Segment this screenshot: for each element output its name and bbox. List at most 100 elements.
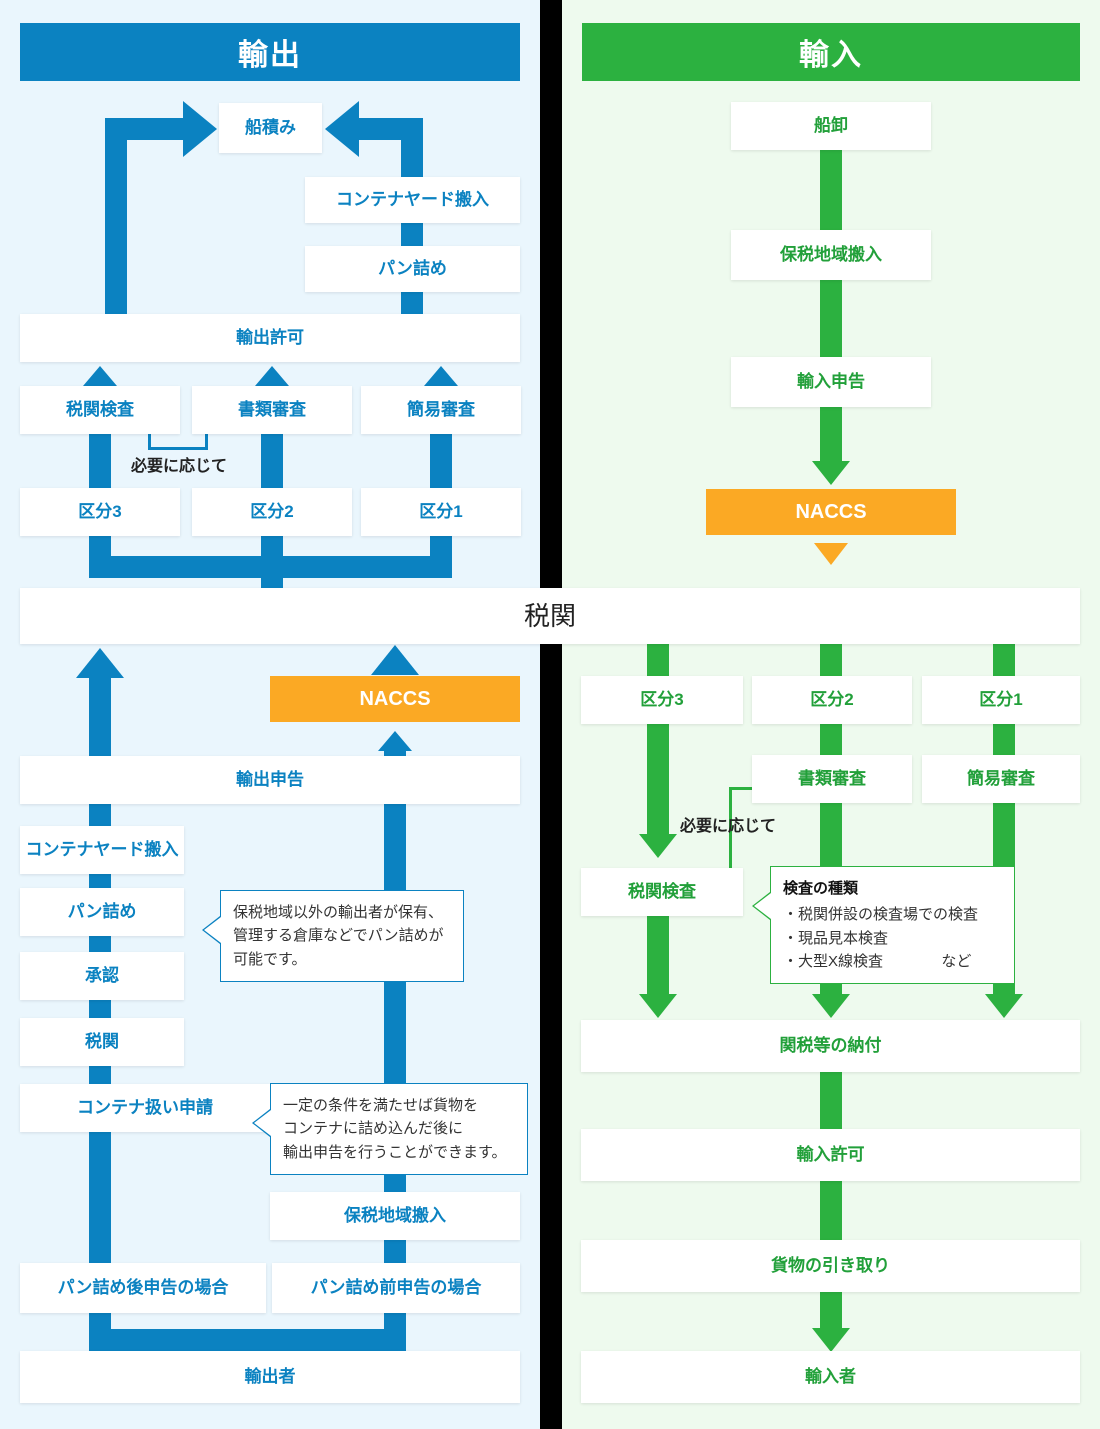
arrowhead-declaration-to-customs xyxy=(76,648,124,678)
callout-inspection-list: ・税関併設の検査場での検査 ・現品見本検査 ・大型X線検査 など xyxy=(783,903,1002,973)
connector-bus-to-exporter xyxy=(261,1329,283,1355)
callout-inspection-title: 検査の種類 xyxy=(783,880,859,897)
node-before-vanning-case[interactable]: パン詰め前申告の場合 xyxy=(272,1263,520,1313)
node-simple-review-import[interactable]: 簡易審査 xyxy=(922,755,1080,803)
connector-customs-to-cat2-import xyxy=(820,644,842,676)
node-naccs-export[interactable]: NACCS xyxy=(270,676,520,722)
callout-tail-3 xyxy=(754,893,771,919)
connector-cat2-down xyxy=(261,534,283,562)
node-import-permit[interactable]: 輸入許可 xyxy=(581,1129,1080,1181)
node-vanning-top[interactable]: パン詰め xyxy=(305,246,520,292)
callout-container-note: 一定の条件を満たせば貨物を コンテナに詰め込んだ後に 輸出申告を行うことができま… xyxy=(252,1083,528,1175)
node-container-yard-in-lower[interactable]: コンテナヤード搬入 xyxy=(20,826,184,874)
connector-after-case-to-request xyxy=(89,1130,111,1265)
label-necessary-if-export: 必要に応じて xyxy=(131,458,228,475)
callout-inspection-item: ・税関併設の検査場での検査 xyxy=(783,906,979,924)
node-category2-export[interactable]: 区分2 xyxy=(192,488,352,536)
node-approval[interactable]: 承認 xyxy=(20,952,184,1000)
arrowhead-document-review-up xyxy=(255,366,289,386)
connector-permit-to-vanning xyxy=(401,288,423,322)
connector-cat1-down xyxy=(430,534,452,562)
node-customs-export-lower[interactable]: 税関 xyxy=(20,1018,184,1066)
arrowhead-customs-inspection-up xyxy=(83,366,117,386)
connector-vanning-to-yard2 xyxy=(89,872,111,890)
node-cargo-pickup[interactable]: 貨物の引き取り xyxy=(581,1240,1080,1292)
connector-bus-to-customs-band xyxy=(261,556,283,592)
node-unloading[interactable]: 船卸 xyxy=(731,102,931,150)
connector-permit-to-pickup xyxy=(820,1179,842,1241)
node-bonded-area-in-export[interactable]: 保税地域搬入 xyxy=(270,1192,520,1240)
node-container-handling-request[interactable]: コンテナ扱い申請 xyxy=(20,1084,270,1132)
node-container-yard-in-top[interactable]: コンテナヤード搬入 xyxy=(305,177,520,223)
bracket-necessary-if-export xyxy=(148,434,208,450)
connector-declaration-to-naccs-import xyxy=(820,405,842,463)
callout-tail-1 xyxy=(204,917,221,943)
arrowhead-cat3-to-inspection-import xyxy=(639,834,677,858)
arrowhead-document-to-duty xyxy=(812,994,850,1018)
node-document-review-import[interactable]: 書類審査 xyxy=(752,755,912,803)
node-category3-export[interactable]: 区分3 xyxy=(20,488,180,536)
connector-cat3-to-inspection xyxy=(89,432,111,490)
arrowhead-to-importer xyxy=(812,1328,850,1352)
connector-unloading-to-bonded xyxy=(820,148,842,232)
connector-customs-to-cat3-import xyxy=(647,644,669,676)
node-naccs-import[interactable]: NACCS xyxy=(706,489,956,535)
bracket-necessary-if-import xyxy=(729,787,755,872)
node-customs-inspection-import[interactable]: 税関検査 xyxy=(581,868,743,916)
connector-cat2-to-document-import xyxy=(820,722,842,756)
connector-yard-to-shipment-vertical xyxy=(401,128,423,188)
connector-request-to-customs xyxy=(89,1064,111,1086)
connector-cat1-to-simple-import xyxy=(993,722,1015,756)
arrowhead-declaration-to-naccs xyxy=(378,731,412,751)
node-customs-inspection-export[interactable]: 税関検査 xyxy=(20,386,180,434)
connector-bonded-to-declaration xyxy=(820,278,842,358)
connector-cat2-to-document xyxy=(261,432,283,490)
arrowhead-naccs-to-customs xyxy=(371,645,419,675)
node-shipment[interactable]: 船積み xyxy=(219,103,322,153)
connector-bonded-to-before-case xyxy=(384,1238,406,1265)
node-document-review-export[interactable]: 書類審査 xyxy=(192,386,352,434)
connector-declaration-to-customs xyxy=(89,675,111,760)
callout-inspection-types: 検査の種類 ・税関併設の検査場での検査 ・現品見本検査 ・大型X線検査 など xyxy=(752,866,1015,984)
connector-cat3-shaft-import xyxy=(647,722,669,836)
connector-permit-to-shipment-vertical xyxy=(105,128,127,323)
callout-inspection-item: ・現品見本検査 xyxy=(783,929,889,947)
callout-inspection-item: ・大型X線検査 など xyxy=(783,952,972,970)
node-after-vanning-case[interactable]: パン詰め後申告の場合 xyxy=(20,1263,266,1313)
node-customs-band[interactable]: 税関 xyxy=(20,588,1080,644)
import-header: 輸入 xyxy=(582,23,1080,81)
node-category1-export[interactable]: 区分1 xyxy=(361,488,521,536)
label-necessary-if-import: 必要に応じて xyxy=(680,818,777,835)
arrowhead-naccs-to-customs-import xyxy=(814,543,848,565)
node-category2-import[interactable]: 区分2 xyxy=(752,676,912,724)
connector-after-case-down xyxy=(89,1311,111,1333)
node-simple-review-export[interactable]: 簡易審査 xyxy=(361,386,521,434)
connector-duty-to-permit xyxy=(820,1070,842,1130)
connector-inspection-to-duty xyxy=(647,914,669,998)
node-importer[interactable]: 輸入者 xyxy=(581,1351,1080,1403)
arrowhead-simple-to-duty xyxy=(985,994,1023,1018)
node-export-declaration[interactable]: 輸出申告 xyxy=(20,756,520,804)
connector-before-case-down xyxy=(384,1311,406,1333)
arrowhead-simple-review-up xyxy=(424,366,458,386)
connector-approval-to-vanning xyxy=(89,934,111,954)
connector-yard-to-shipment-horizontal xyxy=(350,118,423,140)
node-category1-import[interactable]: 区分1 xyxy=(922,676,1080,724)
node-vanning-lower[interactable]: パン詰め xyxy=(20,888,184,936)
callout-vanning-text: 保税地域以外の輸出者が保有、 管理する倉庫などでパン詰めが 可能です。 xyxy=(233,904,444,968)
connector-yard2-to-declaration xyxy=(89,802,111,828)
callout-vanning-note: 保税地域以外の輸出者が保有、 管理する倉庫などでパン詰めが 可能です。 xyxy=(202,890,464,982)
connector-cat3-down xyxy=(89,534,111,562)
node-category3-import[interactable]: 区分3 xyxy=(581,676,743,724)
connector-customs-to-approval xyxy=(89,998,111,1020)
panel-divider xyxy=(540,0,562,1429)
node-duty-payment[interactable]: 関税等の納付 xyxy=(581,1020,1080,1072)
connector-pickup-to-importer xyxy=(820,1290,842,1333)
node-bonded-area-in-import[interactable]: 保税地域搬入 xyxy=(731,230,931,280)
arrowhead-to-shipment-left xyxy=(183,101,217,157)
node-import-declaration[interactable]: 輸入申告 xyxy=(731,357,931,407)
node-export-permit[interactable]: 輸出許可 xyxy=(20,314,520,362)
connector-cases-bus xyxy=(89,1329,406,1351)
node-exporter[interactable]: 輸出者 xyxy=(20,1351,520,1403)
